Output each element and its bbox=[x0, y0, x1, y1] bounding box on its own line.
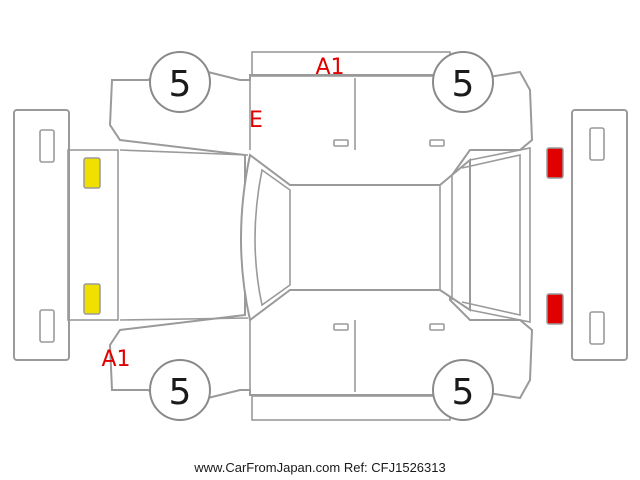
damage-mark-pillar: E bbox=[249, 108, 263, 133]
wheel-front-right: 5 bbox=[149, 359, 211, 421]
rear-lamp-left bbox=[546, 147, 564, 179]
wheel-rear-right: 5 bbox=[432, 359, 494, 421]
front-lamp-right bbox=[83, 283, 101, 315]
footer-site: www.CarFromJapan.com bbox=[193, 460, 340, 475]
footer-text: www.CarFromJapan.com Ref: CFJ1526313 bbox=[193, 460, 445, 475]
tire-rating: 5 bbox=[452, 372, 475, 413]
wheel-front-left: 5 bbox=[149, 51, 211, 113]
rear-lamp-right bbox=[546, 293, 564, 325]
front-bumper bbox=[13, 109, 70, 361]
tire-rating: 5 bbox=[169, 372, 192, 413]
cabin-roof bbox=[119, 147, 531, 323]
rear-bumper bbox=[571, 109, 628, 361]
wheel-rear-left: 5 bbox=[432, 51, 494, 113]
front-lamp-left bbox=[83, 157, 101, 189]
damage-mark-front-bumper: A1 bbox=[101, 347, 130, 372]
damage-mark-roof: A1 bbox=[315, 55, 344, 80]
footer-ref: Ref: CFJ1526313 bbox=[344, 460, 446, 475]
tire-rating: 5 bbox=[169, 64, 192, 105]
tire-rating: 5 bbox=[452, 64, 475, 105]
